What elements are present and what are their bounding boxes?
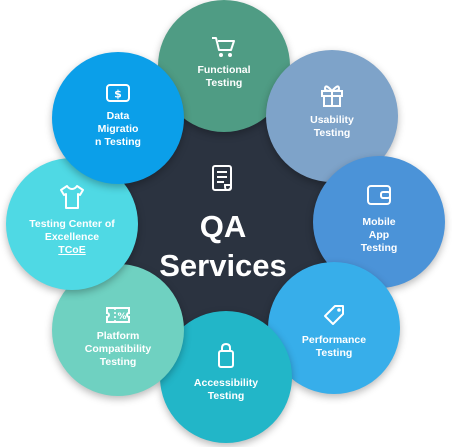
- node-accessibility-testing[interactable]: Accessibility Testing: [160, 311, 292, 443]
- node-label: Testing Center of Excellence: [29, 218, 115, 243]
- svg-text:%: %: [117, 312, 126, 322]
- node-label: Functional Testing: [197, 64, 251, 89]
- node-label: Performance Testing: [301, 334, 367, 359]
- center-title-line1: QA: [199, 209, 247, 244]
- dollar-card-icon: $: [106, 84, 130, 102]
- node-label: Mobile App Testing: [360, 216, 398, 254]
- discount-ticket-icon: %: [106, 307, 130, 323]
- node-label: Data Migratio n Testing: [95, 110, 141, 148]
- wallet-icon: [367, 185, 391, 205]
- node-testing-center-of-excellence[interactable]: Testing Center of Excellence TCoE: [6, 158, 138, 290]
- svg-text:$: $: [114, 88, 122, 101]
- shirt-icon: [60, 185, 84, 209]
- node-label: Platform Compatibility Testing: [84, 330, 152, 368]
- node-functional-testing[interactable]: Functional Testing: [158, 0, 290, 132]
- node-label: Accessibility Testing: [193, 377, 259, 402]
- node-label: Usability Testing: [310, 114, 354, 139]
- shopping-cart-icon: [212, 37, 235, 57]
- document-list-icon: [212, 165, 232, 191]
- tag-icon: [324, 305, 344, 325]
- node-data-migration-testing[interactable]: $ Data Migratio n Testing: [52, 52, 184, 184]
- shopping-bag-icon: [218, 342, 234, 368]
- node-label-abbrev: TCoE: [58, 244, 86, 256]
- gift-icon: [321, 85, 343, 107]
- center-title-line2: Services: [159, 248, 287, 283]
